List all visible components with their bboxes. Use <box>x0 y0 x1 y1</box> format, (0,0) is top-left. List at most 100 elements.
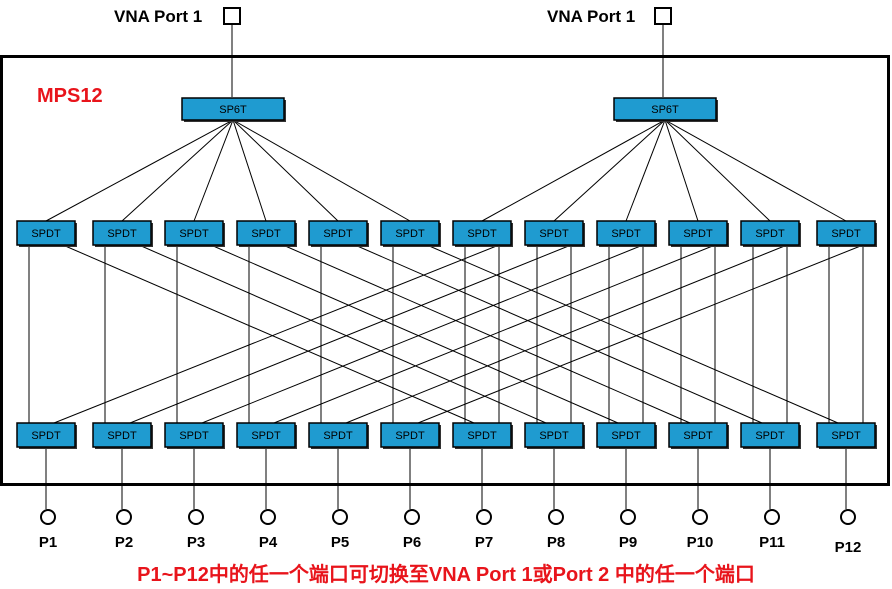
port-terminal-7 <box>476 509 492 525</box>
spdt-bottom-10-label: SPDT <box>683 430 713 442</box>
port-terminal-9 <box>620 509 636 525</box>
spdt-bottom-6: SPDT <box>380 422 441 449</box>
sp6t-switch-2: SP6T <box>613 97 718 122</box>
spdt-top-6-label: SPDT <box>395 228 425 240</box>
spdt-top-2-label: SPDT <box>107 228 137 240</box>
port-terminal-8 <box>548 509 564 525</box>
fan-line <box>232 119 339 222</box>
cross-link <box>201 244 644 424</box>
spdt-bottom-5-label: SPDT <box>323 430 353 442</box>
spdt-bottom-9-label: SPDT <box>611 430 641 442</box>
device-title: MPS12 <box>37 85 103 107</box>
spdt-bottom-8: SPDT <box>524 422 585 449</box>
spdt-top-3: SPDT <box>164 220 225 247</box>
port-terminal-3 <box>188 509 204 525</box>
spdt-bottom-3: SPDT <box>164 422 225 449</box>
spdt-bottom-11-label: SPDT <box>755 430 785 442</box>
fan-line <box>232 119 267 222</box>
port-label-3: P3 <box>186 534 206 551</box>
fan-line <box>664 119 847 222</box>
spdt-bottom-4: SPDT <box>236 422 297 449</box>
spdt-top-10-label: SPDT <box>683 228 713 240</box>
caption: P1~P12中的任一个端口可切换至VNA Port 1或Port 2 中的任一个… <box>137 564 755 586</box>
spdt-bottom-6-label: SPDT <box>395 430 425 442</box>
cross-link <box>426 244 839 424</box>
port-terminal-12 <box>840 509 856 525</box>
spdt-top-8: SPDT <box>524 220 585 247</box>
spdt-bottom-5: SPDT <box>308 422 369 449</box>
port-terminal-10 <box>692 509 708 525</box>
mps12-enclosure <box>0 55 890 486</box>
spdt-top-3-label: SPDT <box>179 228 209 240</box>
spdt-bottom-10: SPDT <box>668 422 729 449</box>
spdt-bottom-2-label: SPDT <box>107 430 137 442</box>
spdt-top-7: SPDT <box>452 220 513 247</box>
fan-line <box>193 119 234 222</box>
spdt-top-6: SPDT <box>380 220 441 247</box>
spdt-top-7-label: SPDT <box>467 228 497 240</box>
fan-line <box>121 119 234 222</box>
port-label-7: P7 <box>474 534 494 551</box>
port-label-1: P1 <box>38 534 58 551</box>
port-terminal-11 <box>764 509 780 525</box>
fan-line <box>664 119 699 222</box>
spdt-bottom-1-label: SPDT <box>31 430 61 442</box>
fan-line <box>45 119 234 222</box>
port-label-6: P6 <box>402 534 422 551</box>
vna-port-1-label-right: VNA Port 1 <box>547 7 636 26</box>
port-terminal-1 <box>40 509 56 525</box>
cross-link <box>138 244 547 424</box>
cross-link <box>282 244 691 424</box>
spdt-bottom-7: SPDT <box>452 422 513 449</box>
port-label-11: P11 <box>759 534 785 551</box>
spdt-bottom-3-label: SPDT <box>179 430 209 442</box>
spdt-bottom-1: SPDT <box>16 422 77 449</box>
fan-line <box>232 119 411 222</box>
port-label-8: P8 <box>546 534 566 551</box>
cross-link <box>53 244 500 424</box>
sp6t-switch-1-label: SP6T <box>219 104 247 116</box>
cross-link <box>62 244 475 424</box>
sp6t-switch-2-label: SP6T <box>651 104 679 116</box>
spdt-bottom-12-label: SPDT <box>831 430 861 442</box>
port-label-9: P9 <box>618 534 638 551</box>
cross-link <box>129 244 572 424</box>
sp6t-switch-1: SP6T <box>181 97 286 122</box>
spdt-bottom-11: SPDT <box>740 422 801 449</box>
spdt-top-5: SPDT <box>308 220 369 247</box>
spdt-bottom-4-label: SPDT <box>251 430 281 442</box>
cross-link <box>273 244 716 424</box>
port-label-12: P12 <box>834 539 862 556</box>
cross-link <box>354 244 763 424</box>
spdt-top-8-label: SPDT <box>539 228 569 240</box>
port-label-2: P2 <box>114 534 134 551</box>
vna-port-2-terminal <box>654 7 672 25</box>
spdt-bottom-12: SPDT <box>816 422 877 449</box>
spdt-top-11-label: SPDT <box>755 228 785 240</box>
spdt-top-9-label: SPDT <box>611 228 641 240</box>
spdt-bottom-8-label: SPDT <box>539 430 569 442</box>
spdt-top-9: SPDT <box>596 220 657 247</box>
cross-link <box>345 244 788 424</box>
vna-port-1-label-left: VNA Port 1 <box>114 7 203 26</box>
port-label-4: P4 <box>258 534 278 551</box>
spdt-top-5-label: SPDT <box>323 228 353 240</box>
port-terminal-4 <box>260 509 276 525</box>
fan-line <box>625 119 666 222</box>
spdt-top-1-label: SPDT <box>31 228 61 240</box>
spdt-top-4: SPDT <box>236 220 297 247</box>
spdt-top-11: SPDT <box>740 220 801 247</box>
port-terminal-6 <box>404 509 420 525</box>
spdt-top-10: SPDT <box>668 220 729 247</box>
spdt-top-12: SPDT <box>816 220 877 247</box>
spdt-top-1: SPDT <box>16 220 77 247</box>
fan-line <box>481 119 666 222</box>
spdt-bottom-9: SPDT <box>596 422 657 449</box>
cross-link <box>210 244 619 424</box>
spdt-top-2: SPDT <box>92 220 153 247</box>
port-label-10: P10 <box>686 534 714 551</box>
port-terminal-2 <box>116 509 132 525</box>
spdt-top-12-label: SPDT <box>831 228 861 240</box>
spdt-bottom-7-label: SPDT <box>467 430 497 442</box>
